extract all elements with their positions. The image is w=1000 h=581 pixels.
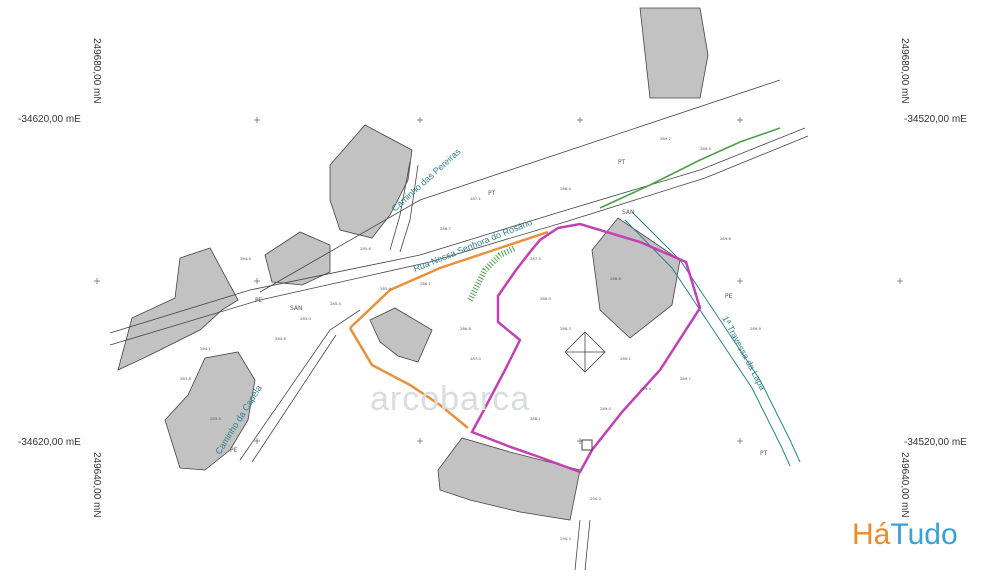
marker-pe-2: PE xyxy=(230,447,238,454)
survey-mark xyxy=(564,331,606,373)
coord-north-bottom-right: 249640,00 mN xyxy=(899,452,910,518)
building-east xyxy=(591,217,681,339)
svg-text:286.7: 286.7 xyxy=(440,226,451,231)
svg-text:289.4: 289.4 xyxy=(640,386,651,391)
svg-text:289.6: 289.6 xyxy=(720,236,731,241)
building-south xyxy=(437,437,581,521)
svg-text:288.3: 288.3 xyxy=(560,326,571,331)
coord-north-top-left: 249680,00 mN xyxy=(91,38,102,104)
svg-text:289.9: 289.9 xyxy=(750,326,761,331)
svg-text:284.1: 284.1 xyxy=(200,346,211,351)
svg-text:289.7: 289.7 xyxy=(680,376,691,381)
marker-pt-3: PT xyxy=(760,450,768,457)
svg-text:288.1: 288.1 xyxy=(530,416,541,421)
marker-san-2: SAN xyxy=(290,305,303,312)
building-left-mid xyxy=(264,231,331,286)
marker-pt-2: PT xyxy=(488,190,496,197)
svg-text:285.6: 285.6 xyxy=(360,246,371,251)
svg-text:287.5: 287.5 xyxy=(530,256,541,261)
coord-east-top: -34520,00 mE xyxy=(904,114,967,125)
svg-text:289.0: 289.0 xyxy=(600,406,611,411)
svg-text:285.0: 285.0 xyxy=(300,316,311,321)
svg-text:290.0: 290.0 xyxy=(590,496,601,501)
svg-text:283.8: 283.8 xyxy=(180,376,191,381)
watermark: arcobarca xyxy=(370,380,531,418)
svg-text:289.5: 289.5 xyxy=(700,146,711,151)
svg-text:289.1: 289.1 xyxy=(620,356,631,361)
orange-boundary xyxy=(348,230,549,429)
building-left-lower xyxy=(164,351,256,471)
roads xyxy=(109,79,809,571)
coord-east-bottom: -34520,00 mE xyxy=(904,437,967,448)
marker-pe-3: PE xyxy=(725,293,733,300)
green-line xyxy=(599,127,781,209)
coord-north-top-right: 249680,00 mN xyxy=(899,38,910,104)
svg-text:286.8: 286.8 xyxy=(460,326,471,331)
svg-text:289.2: 289.2 xyxy=(660,136,671,141)
building-top-right xyxy=(639,7,709,99)
svg-text:283.5: 283.5 xyxy=(210,416,221,421)
building-center xyxy=(369,307,433,363)
svg-text:288.8: 288.8 xyxy=(610,276,621,281)
svg-text:288.0: 288.0 xyxy=(540,296,551,301)
marker-pe-1: PE xyxy=(255,297,263,304)
grid-crosses xyxy=(94,117,903,444)
coord-west-top: -34620,00 mE xyxy=(18,114,81,125)
svg-text:287.1: 287.1 xyxy=(470,196,481,201)
coord-north-bottom-left: 249640,00 mN xyxy=(91,452,102,518)
svg-text:287.0: 287.0 xyxy=(470,356,481,361)
svg-text:290.3: 290.3 xyxy=(560,536,571,541)
building-left-upper xyxy=(329,124,413,239)
marker-pt-1: PT xyxy=(618,159,626,166)
street-rua-rosario: Rua Nossa Senhora do Rosário xyxy=(412,217,534,274)
svg-text:284.9: 284.9 xyxy=(240,256,251,261)
building-left-large xyxy=(117,247,239,371)
coord-west-bottom: -34620,00 mE xyxy=(18,437,81,448)
small-square xyxy=(581,439,593,451)
hatudo-logo[interactable]: HáTudo xyxy=(852,518,958,552)
teal-road xyxy=(624,211,801,467)
logo-part1: Há xyxy=(852,518,891,551)
svg-text:285.9: 285.9 xyxy=(380,286,391,291)
parcel-boundary xyxy=(470,222,702,474)
svg-text:286.1: 286.1 xyxy=(420,281,431,286)
buildings xyxy=(117,7,709,521)
svg-text:285.4: 285.4 xyxy=(330,301,341,306)
spot-heights: 289.2 289.5 288.4 287.1 286.7 286.1 285.9 285… xyxy=(180,136,761,541)
svg-text:288.4: 288.4 xyxy=(560,186,571,191)
green-hatch xyxy=(467,245,517,302)
svg-text:284.6: 284.6 xyxy=(275,336,286,341)
marker-san-1: SAN xyxy=(622,209,635,216)
logo-part2: Tudo xyxy=(890,518,958,551)
